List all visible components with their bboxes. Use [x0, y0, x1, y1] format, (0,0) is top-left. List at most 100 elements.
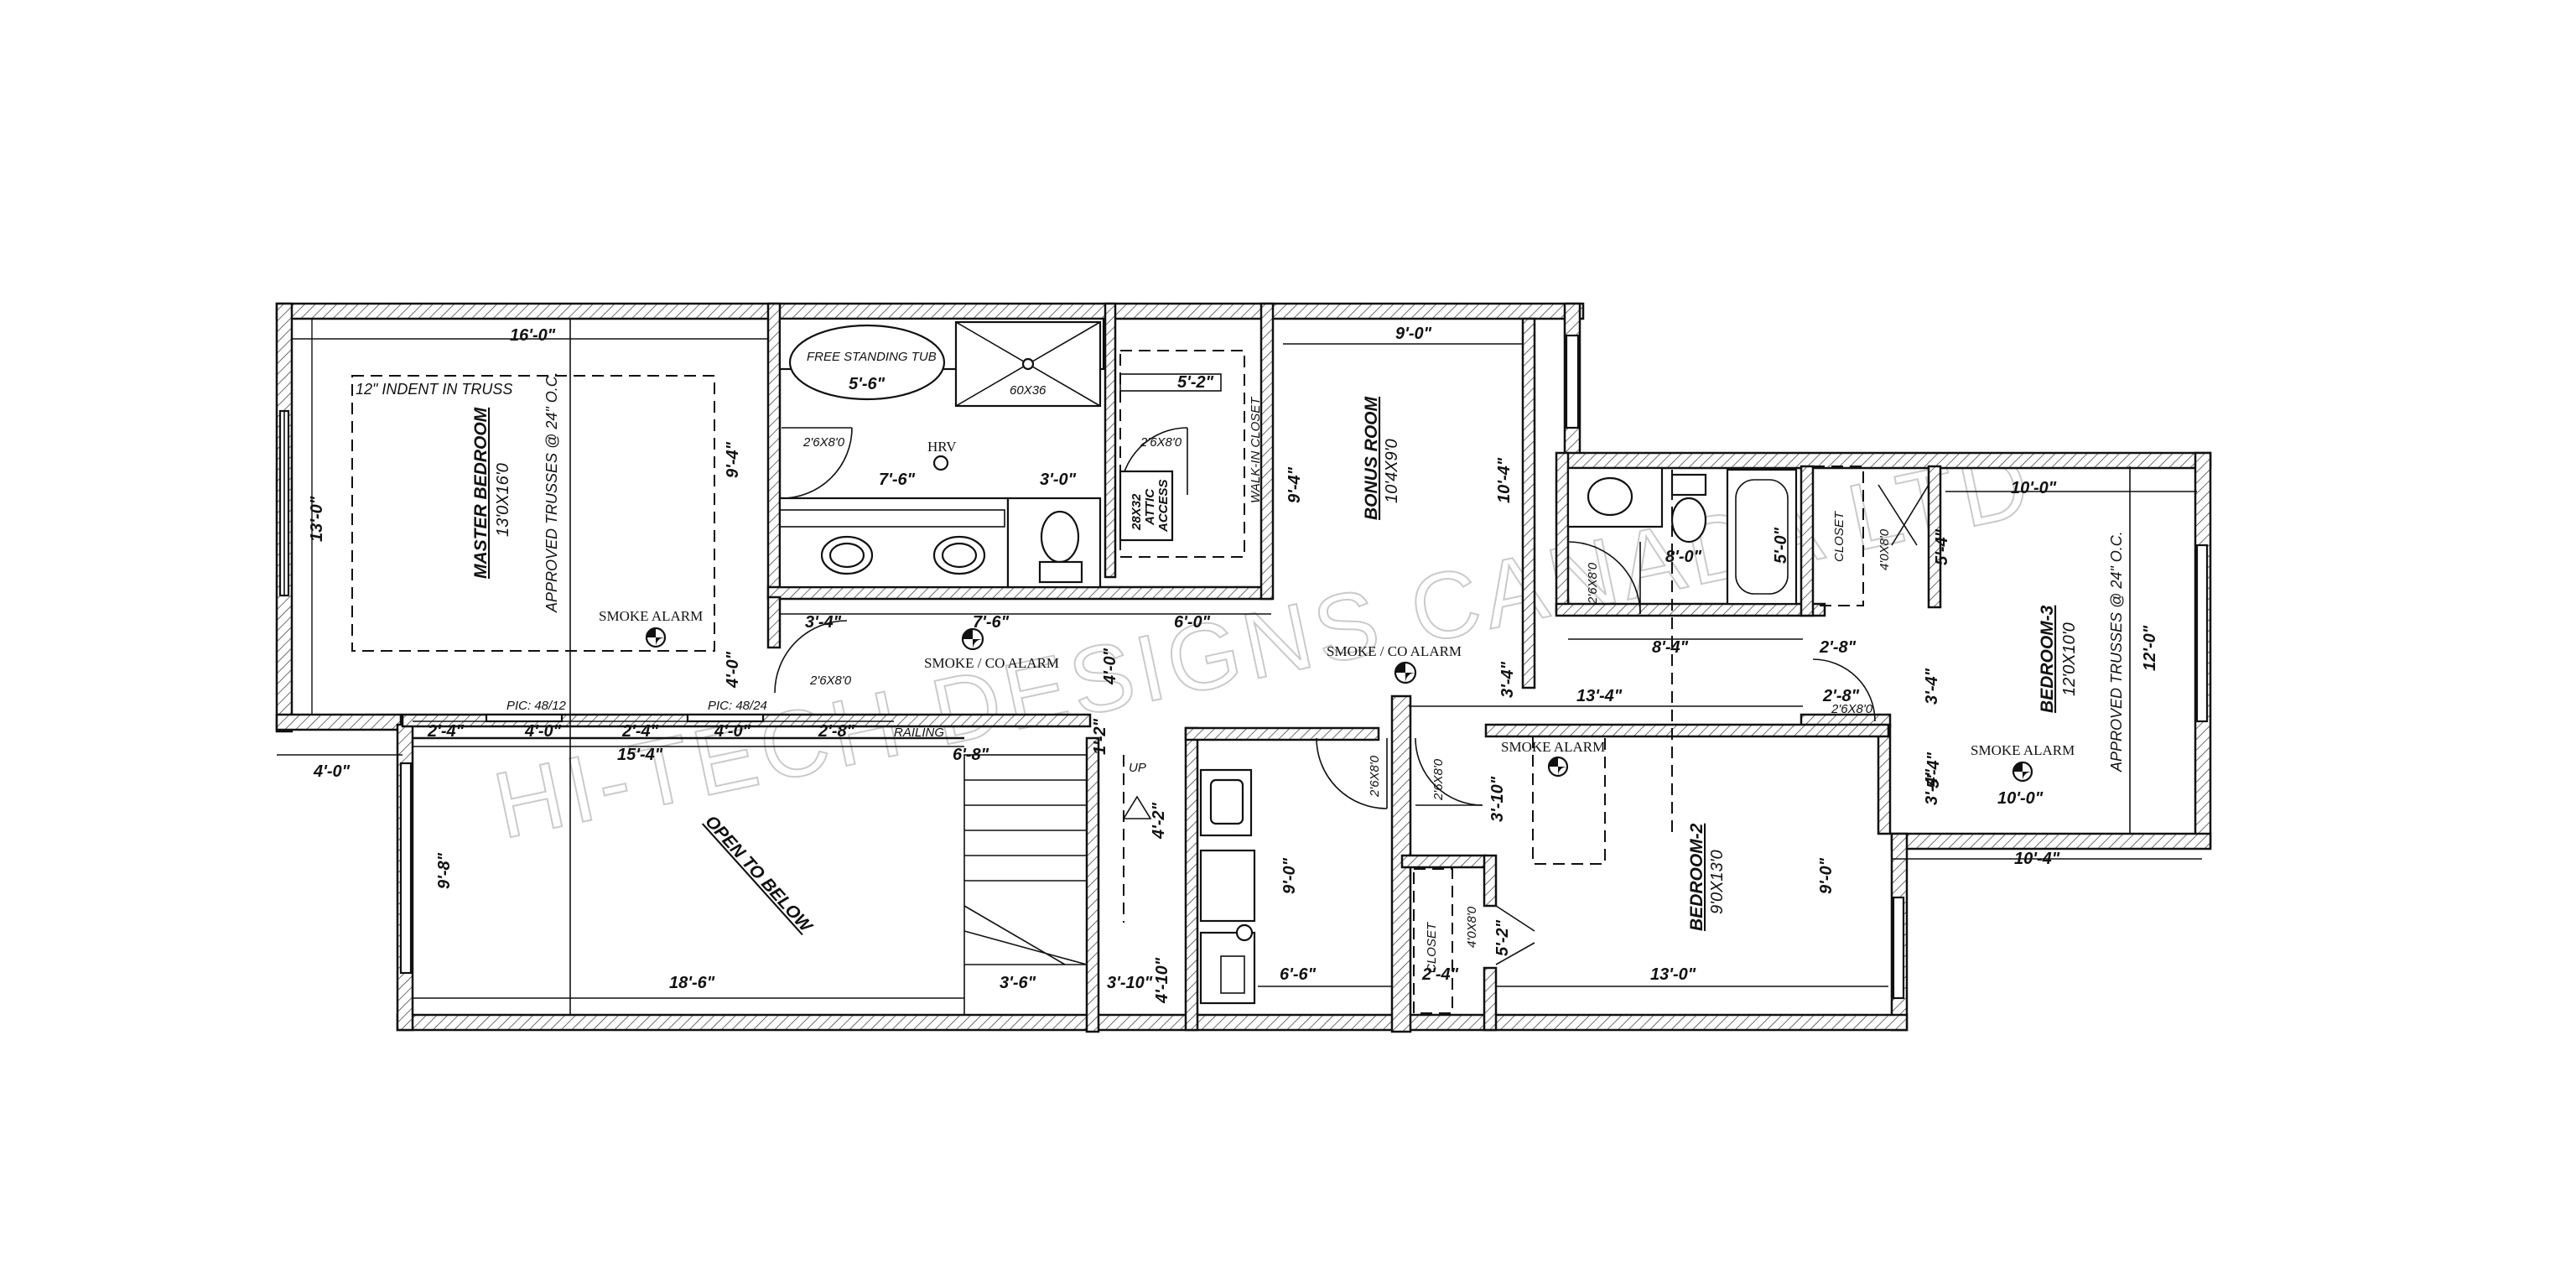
otb-left: 4'-0"	[313, 762, 351, 781]
bonus-door-dim: 3'-4"	[1498, 661, 1517, 698]
b2-smoke-label: SMOKE ALARM	[1501, 739, 1605, 755]
b3-width-bottom: 10'-0"	[1997, 789, 2044, 808]
smoke-alarm-icon	[1547, 756, 1569, 778]
master-4-0: 4'-0"	[724, 651, 742, 689]
tub-label: FREE STANDING TUB	[807, 350, 937, 364]
hall-13-4: 13'-4"	[1576, 687, 1623, 705]
mb-2-4a: 2'-4"	[427, 722, 465, 741]
master-height: 13'-0"	[308, 496, 326, 542]
bedroom-2-label: BEDROOM-2	[1687, 823, 1706, 931]
walk-in-closet-label: WALK-IN CLOSET	[1249, 396, 1263, 503]
hall-dim-b: 7'-6"	[973, 613, 1010, 632]
indent-note: 12" INDENT IN TRUSS	[356, 381, 512, 398]
b2-door: 2'6X8'0	[1431, 758, 1446, 801]
smoke-alarm-icon	[2012, 761, 2033, 783]
closet-width: 5'-2"	[1177, 373, 1214, 392]
closet-b2-door: 4'0X8'0	[1465, 906, 1479, 948]
master-bedroom-label: MASTER BEDROOM	[471, 407, 491, 579]
smoke-alarm-icon	[645, 627, 667, 648]
mb-4-0b: 4'-0"	[714, 722, 751, 741]
sink-icon	[1587, 476, 1633, 517]
shower-label: 60X36	[1010, 383, 1046, 398]
closet-b2-width: 2'-4"	[1421, 965, 1459, 984]
bonus-height: 10'-4"	[1495, 457, 1514, 503]
mb-2-4b: 2'-4"	[621, 722, 659, 741]
laundry-height: 9'-0"	[1280, 857, 1299, 894]
washer-icon	[1199, 931, 1256, 1005]
b3-height: 12'-0"	[2141, 625, 2159, 671]
attic-access	[1119, 470, 1174, 542]
b3-3-4b: 3'-4"	[1923, 768, 1941, 805]
closet-b3-width: 2'-8"	[1819, 638, 1857, 657]
bedroom-3-size: 12'0X10'0	[2060, 622, 2079, 696]
closet-b2-dim: 5'-2"	[1493, 919, 1512, 956]
stair-4-2: 4'-2"	[1150, 802, 1168, 840]
master-bedroom: 12" INDENT IN TRUSS MASTER BEDROOM 13'0X…	[351, 319, 715, 1015]
ensuite-door: 2'6X8'0	[802, 435, 845, 450]
hall-4-0: 4'-0"	[1101, 648, 1119, 685]
laundry-door: 2'6X8'0	[1368, 755, 1382, 798]
bathtub-icon	[1726, 468, 1798, 606]
bonus-width: 9'-0"	[1395, 325, 1432, 343]
b3-10-4: 10'-4"	[2014, 850, 2060, 868]
mb-2-8: 2'-8"	[818, 722, 855, 741]
smoke-co-alarm-icon	[1394, 661, 1417, 684]
stair-3-6: 3'-6"	[1000, 974, 1036, 992]
stair-6-8: 6'-8"	[953, 746, 989, 764]
toilet-icon	[1040, 510, 1080, 564]
windows	[278, 334, 2209, 1000]
attic-dim: 28X32	[1130, 493, 1144, 531]
bathtub-icon	[788, 324, 946, 401]
pic-window-2: PIC: 48/24	[708, 699, 767, 713]
closet-height: 9'-4"	[1285, 466, 1304, 503]
up-arrow-icon	[1122, 795, 1152, 819]
b2-height: 9'-0"	[1817, 857, 1836, 894]
hall-dim-c: 6'-0"	[1174, 613, 1211, 632]
toilet-width: 3'-0"	[1040, 471, 1077, 489]
stair-1-2: 1'-2"	[1091, 718, 1109, 755]
open-to-below-label: OPEN TO BELOW	[701, 812, 817, 937]
walk-in-closet: 5'-2" WALK-IN CLOSET 2'6X8'0 28X32 ATTIC…	[1119, 350, 1304, 558]
bonus-room-size: 10'4X9'0	[1383, 439, 1401, 503]
pic-window-1: PIC: 48/12	[506, 699, 567, 713]
mb-4-0a: 4'-0"	[524, 722, 562, 741]
b3-door: 2'6X8'0	[1831, 702, 1873, 716]
railing-label: RAILING	[894, 726, 944, 740]
b3-trusses-note: APPROVED TRUSSES @ 24" O.C.	[2108, 531, 2125, 772]
sink-icon	[1209, 778, 1244, 825]
bath2-dim-b: 8'-4"	[1652, 638, 1689, 657]
b3-smoke-label: SMOKE ALARM	[1971, 742, 2075, 758]
bath2-door: 2'6X8'0	[1586, 562, 1600, 605]
closet-b3-door: 4'0X8'0	[1877, 528, 1892, 570]
closet-b3-label: CLOSET	[1832, 510, 1846, 562]
hallway: 3'-4" 7'-6" 6'-0" SMOKE / CO ALARM 2'6X8…	[724, 613, 1803, 707]
closet-bedroom-3: CLOSET 4'0X8'0 5'-4" 2'-8" 2'-8" 2'6X8'0…	[1812, 466, 1951, 805]
closet-bedroom-2: CLOSET 4'0X8'0 5'-2" 2'-4"	[1413, 868, 1535, 1014]
bedroom-3: 10'-0" BEDROOM-3 12'0X10'0 APPROVED TRUS…	[1892, 466, 2202, 868]
bonus-room: 9'-0" BONUS ROOM 10'4X9'0 10'-4" SMOKE /…	[1283, 325, 1523, 684]
staircase: UP 1'-2" 4'-2" 4'-10" 6'-8" 3'-6" 3'-10"	[953, 718, 1171, 1016]
master-door: 2'6X8'0	[809, 674, 852, 688]
bonus-smoke-label: SMOKE / CO ALARM	[1327, 643, 1462, 659]
b3-5-4b: 5'-4"	[1924, 752, 1943, 788]
closet-b3-dim: 5'-4"	[1933, 528, 1951, 565]
master-bedroom-size: 13'0X16'0	[494, 463, 512, 537]
master-trusses-note: APPROVED TRUSSES @ 24" O.C.	[543, 372, 560, 613]
bedroom-2-size: 9'0X13'0	[1708, 850, 1727, 914]
b3-width-top: 10'-0"	[2011, 479, 2057, 497]
master-smoke-label: SMOKE ALARM	[599, 608, 703, 624]
b2-width: 13'-0"	[1650, 965, 1696, 984]
bonus-room-label: BONUS ROOM	[1362, 396, 1381, 520]
master-dimensions: 16'-0" 13'-0" PIC: 48/12 PIC: 48/24 2'-4…	[292, 319, 894, 741]
master-width: 16'-0"	[510, 326, 556, 345]
hall-smoke-label: SMOKE / CO ALARM	[924, 655, 1059, 671]
b2-3-10: 3'-10"	[1488, 776, 1507, 822]
bathroom-2: 8'-0" 5'-0" 2'6X8'0 8'-4"	[1566, 466, 1803, 657]
closet-b2-label: CLOSET	[1425, 921, 1439, 973]
stair-4-10: 4'-10"	[1153, 957, 1171, 1004]
ensuite-width: 7'-6"	[879, 471, 916, 489]
laundry-width: 6'-6"	[1280, 965, 1317, 984]
bedroom-3-label: BEDROOM-3	[2038, 605, 2057, 713]
stair-3-10: 3'-10"	[1107, 974, 1153, 992]
ensuite: FREE STANDING TUB 5'-6" 60X36 HRV 2'6X8'…	[724, 317, 1105, 589]
